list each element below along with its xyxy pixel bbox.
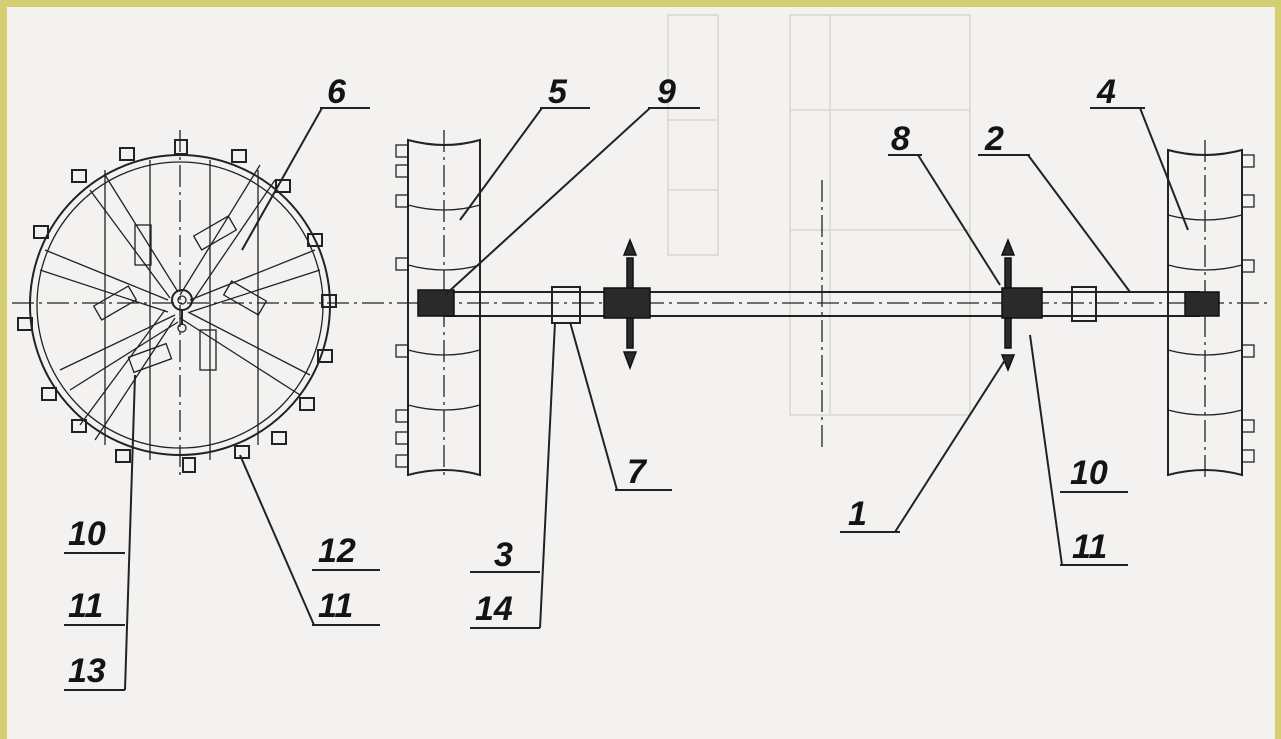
- shaft-axle: [445, 180, 1200, 450]
- callout-2: 2: [984, 120, 1004, 158]
- callout-3: 3: [494, 536, 513, 574]
- leader-lines: [64, 107, 1189, 691]
- callout-14: 14: [475, 590, 513, 628]
- callout-11-left: 11: [68, 587, 103, 625]
- callout-11-mid: 11: [318, 587, 353, 625]
- callout-10-right: 10: [1070, 454, 1108, 492]
- wheel-5-front-view: [395, 130, 481, 480]
- background-grid: [667, 14, 971, 416]
- hub-assemblies: [417, 237, 1220, 373]
- callout-4: 4: [1096, 73, 1116, 111]
- callout-10-left: 10: [68, 515, 106, 553]
- callout-5: 5: [548, 73, 568, 111]
- callout-7: 7: [627, 453, 648, 491]
- callout-12: 12: [318, 532, 356, 570]
- callout-9: 9: [657, 73, 676, 111]
- callout-6: 6: [327, 73, 347, 111]
- wheel-side-view: [17, 130, 337, 480]
- drawing-sheet: 6 5 9 8 2 4 7 3 14 1 10 11 12 11 10 11 1…: [7, 7, 1275, 739]
- callout-1: 1: [848, 495, 867, 533]
- callout-11-right: 11: [1072, 528, 1107, 566]
- callout-8: 8: [891, 120, 910, 158]
- callout-13: 13: [68, 652, 106, 690]
